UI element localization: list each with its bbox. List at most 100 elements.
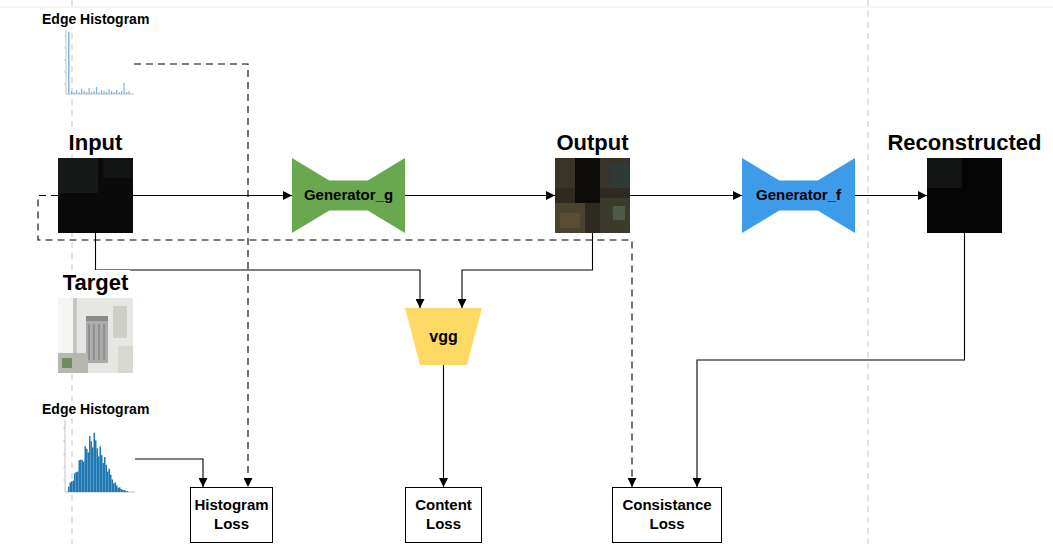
histogram-bar [76, 472, 78, 492]
histogram-bar [109, 469, 111, 492]
block-label: Generator_g [304, 186, 393, 205]
block-label: vgg [429, 327, 457, 347]
edge-histogram-chart-shape [62, 30, 134, 100]
histogram-bar [124, 490, 126, 492]
histogram-bar [101, 90, 102, 94]
flow-arrow [133, 195, 292, 196]
flow-arrow [697, 233, 965, 487]
image-pixels [103, 324, 105, 360]
histogram-bar [88, 452, 90, 492]
histogram-bar [107, 472, 109, 492]
histogram-bar [68, 32, 70, 94]
chart-tick [64, 84, 66, 85]
bowtie-shape [742, 158, 855, 233]
loss-box: Consistance Loss [612, 487, 722, 543]
histogram-bar [111, 91, 112, 94]
histogram-bar [91, 92, 92, 94]
histogram-bar [79, 92, 80, 94]
histogram-bar [74, 92, 75, 94]
histogram-bar [82, 460, 84, 492]
chart-tick [64, 48, 66, 49]
histogram-bar [129, 91, 130, 94]
histogram-bar [126, 92, 127, 94]
image-pixels [86, 318, 108, 363]
image-pixels [555, 203, 585, 233]
chart-tick [63, 467, 65, 468]
histogram-bar [103, 463, 105, 492]
histogram-bar [124, 83, 125, 94]
chart-tick [64, 72, 66, 73]
histogram-bar [79, 460, 81, 492]
bowtie-shape [292, 158, 405, 233]
image-pixels [58, 353, 88, 373]
image-heading: Target [61, 270, 131, 295]
histogram-bar [74, 473, 76, 492]
chart-axis [65, 420, 66, 492]
histogram-bar [114, 92, 115, 94]
histogram-bar [96, 87, 97, 94]
histogram-bar [113, 483, 115, 492]
edge-histogram-chart: Edge Histogram [60, 420, 135, 498]
histogram-bar [119, 92, 120, 94]
chart-tick [64, 36, 66, 37]
target-image-shape [58, 298, 133, 373]
image-pixels [88, 324, 90, 360]
histogram-bar [101, 455, 103, 492]
histogram-bar [83, 462, 85, 492]
input-image: Input [58, 158, 133, 233]
histogram-bar [118, 488, 120, 492]
image-pixels [93, 324, 95, 360]
image-pixels [113, 306, 127, 338]
histogram-bar [127, 491, 129, 492]
histogram-bar [119, 487, 121, 492]
chart-tick [64, 60, 66, 61]
chart-tick [63, 428, 65, 429]
histogram-bar [99, 92, 100, 94]
image-heading: Reconstructed [885, 130, 1043, 155]
histogram-bar [121, 91, 122, 94]
chart-tick [63, 480, 65, 481]
histogram-bar [104, 457, 106, 492]
image-pixels [58, 298, 133, 373]
histogram-bar [94, 433, 96, 492]
flow-arrow [134, 64, 248, 487]
image-pixels [575, 158, 600, 203]
trapezoid-shape [405, 308, 482, 365]
histogram-bar [116, 90, 117, 94]
image-pixels [927, 158, 962, 188]
image-pixels [927, 158, 1002, 233]
block-label: Content Loss [410, 496, 477, 534]
histogram-bar [86, 92, 87, 94]
histogram-bar [85, 446, 87, 492]
image-heading: Edge Histogram [40, 11, 151, 27]
image-pixels [58, 158, 98, 193]
flow-arrow [630, 195, 742, 196]
flow-arrow [462, 233, 593, 308]
histogram-bar [92, 447, 94, 492]
top-rule [0, 7, 1053, 8]
image-pixels [58, 158, 133, 233]
vgg-block: vgg [405, 308, 482, 365]
input-image-shape [58, 158, 133, 233]
flow-arrow [405, 195, 555, 196]
histogram-bar [91, 441, 93, 492]
generator-block: Generator_f [742, 158, 855, 233]
guide-line [867, 0, 868, 544]
histogram-bar [95, 440, 97, 492]
image-pixels [613, 206, 625, 220]
histogram-bar [80, 460, 82, 492]
histogram-bar [71, 481, 73, 492]
reconstructed-image: Reconstructed [927, 158, 1002, 233]
histogram-bar [112, 479, 114, 492]
histogram-bar [71, 91, 72, 94]
generator-block: Generator_g [292, 158, 405, 233]
output-image-shape [555, 158, 630, 233]
flow-arrow [38, 196, 632, 488]
reconstructed-image-shape [927, 158, 1002, 233]
histogram-bar [97, 448, 99, 492]
image-heading: Input [67, 130, 125, 155]
image-heading: Edge Histogram [40, 401, 151, 417]
image-pixels [103, 158, 133, 178]
chart-axis [66, 30, 67, 94]
